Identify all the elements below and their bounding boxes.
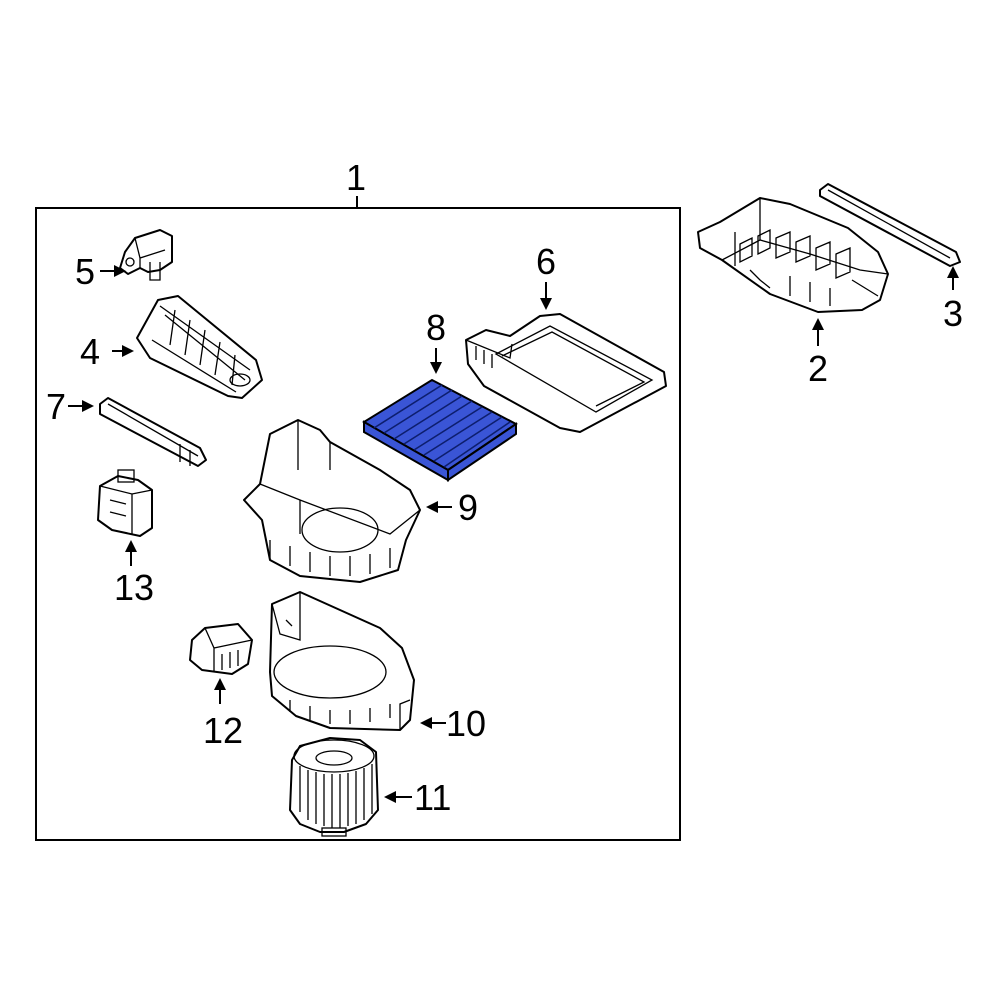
arrow-12 xyxy=(214,678,226,690)
callout-3[interactable]: 3 xyxy=(943,293,963,334)
part-5-actuator[interactable] xyxy=(119,229,173,281)
arrow-2 xyxy=(812,318,824,330)
part-4-cover[interactable] xyxy=(136,295,263,399)
part-12-resistor[interactable] xyxy=(189,623,253,675)
arrow-11 xyxy=(384,791,396,803)
callout-4[interactable]: 4 xyxy=(80,331,100,372)
part-7-seal[interactable] xyxy=(99,397,207,467)
callout-5[interactable]: 5 xyxy=(75,251,95,292)
callout-7[interactable]: 7 xyxy=(46,386,66,427)
part-2-intake-duct[interactable] xyxy=(697,197,889,313)
callout-2[interactable]: 2 xyxy=(808,348,828,389)
part-11-blower-motor[interactable] xyxy=(289,737,379,837)
part-6-filter-housing[interactable] xyxy=(465,313,667,433)
part-9-upper-case[interactable] xyxy=(243,419,421,583)
arrow-8 xyxy=(430,362,442,374)
part-8-cabin-filter[interactable] xyxy=(362,378,518,482)
part-13-connector[interactable] xyxy=(97,469,153,537)
arrow-5 xyxy=(114,265,126,277)
part-10-scroll-housing[interactable] xyxy=(269,591,415,731)
callout-8[interactable]: 8 xyxy=(426,307,446,348)
callout-6[interactable]: 6 xyxy=(536,241,556,282)
arrow-7 xyxy=(82,400,94,412)
arrow-3 xyxy=(947,266,959,278)
arrow-4 xyxy=(122,345,134,357)
callout-10[interactable]: 10 xyxy=(446,703,486,744)
arrow-6 xyxy=(540,298,552,310)
callout-12[interactable]: 12 xyxy=(203,710,243,751)
callout-11[interactable]: 11 xyxy=(414,777,451,818)
callout-13[interactable]: 13 xyxy=(114,567,154,608)
callout-9[interactable]: 9 xyxy=(458,487,478,528)
arrow-10 xyxy=(420,717,432,729)
arrow-13 xyxy=(125,540,137,552)
part-3-seal-strip[interactable] xyxy=(819,183,961,267)
filter-pleats xyxy=(373,384,511,468)
arrow-9 xyxy=(426,501,438,513)
callout-1[interactable]: 1 xyxy=(346,157,366,198)
